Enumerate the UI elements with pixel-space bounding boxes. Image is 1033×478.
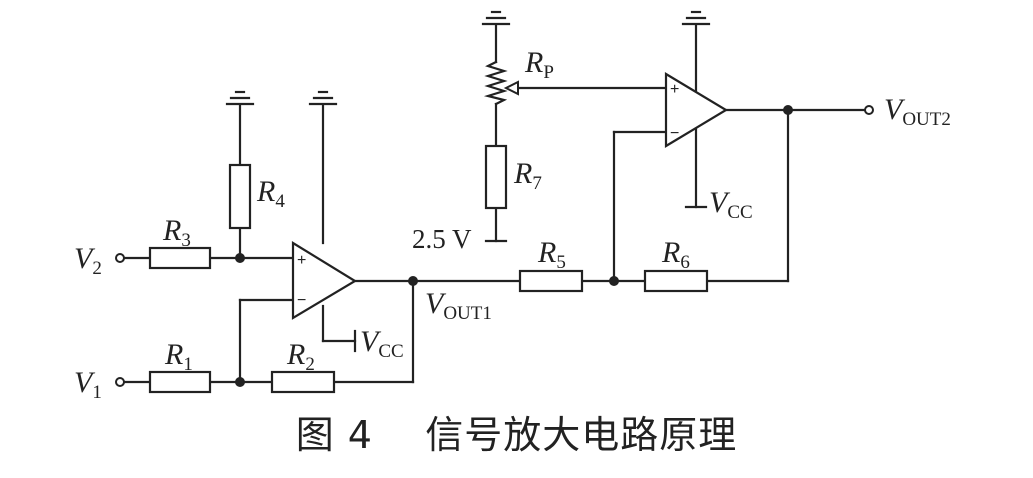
label-r3: R3 [162,214,191,251]
opamp1-minus-label: − [297,292,306,309]
opamp-1: + − [291,241,358,320]
wiper-arrow-icon [503,80,519,96]
opamp2-plus-label: + [670,81,679,98]
label-r7: R7 [513,157,542,194]
wires [122,23,867,384]
figure-number: 图 4 [295,413,373,457]
ground-icon [225,90,255,106]
label-vout1: VOUT1 [425,287,492,324]
junction-dot [609,276,619,286]
label-r5: R5 [537,236,566,273]
resistor-r4 [228,163,252,230]
junction-dot [235,253,245,263]
terminal-v2 [115,253,125,263]
label-rp: RP [524,46,554,83]
label-r1: R1 [164,338,193,375]
resistor-r1 [148,370,212,394]
label-vcc-opamp2: VCC [709,186,753,223]
labels: R3 R1 R2 R4 R5 R6 R7 RP V2 V1 VOUT1 VOUT… [74,46,951,403]
potentiometer-rp [483,60,508,106]
ground-icon [681,10,711,26]
opamp1-plus-label: + [297,252,306,269]
junctions [235,105,793,387]
opamp2-minus-label: − [670,125,679,142]
terminals [115,105,874,387]
resistor-r3 [148,246,212,270]
figure-title: 信号放大电路原理 [425,413,738,457]
resistor-r2 [270,370,336,394]
junction-dot [783,105,793,115]
junction-dot [235,377,245,387]
resistors [148,60,709,394]
terminal-v1 [115,377,125,387]
label-2-5v: 2.5 V [412,224,472,254]
opamp-2: + − [664,72,729,148]
label-v1: V1 [74,366,102,403]
ground-symbols [225,10,711,106]
label-r4: R4 [256,175,285,212]
label-r6: R6 [661,236,690,273]
terminal-vout2 [864,105,874,115]
resistor-r7 [484,144,508,210]
junction-dot [408,276,418,286]
ground-icon [481,10,511,26]
label-v2: V2 [74,242,102,279]
resistor-r6 [643,269,709,293]
label-vcc-opamp1: VCC [360,325,404,362]
figure-caption: 图 4 信号放大电路原理 [0,404,1033,459]
label-vout2: VOUT2 [884,93,951,130]
ground-icon [308,90,338,106]
resistor-r5 [518,269,584,293]
label-r2: R2 [286,338,315,375]
